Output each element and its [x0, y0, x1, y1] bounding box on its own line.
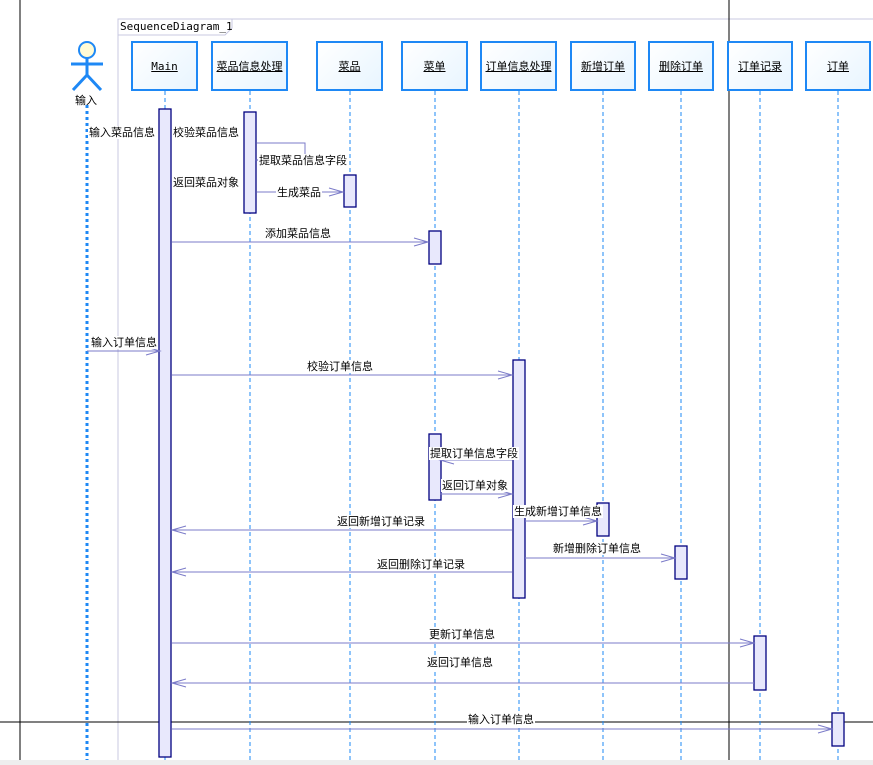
lifeline-box[interactable]: 菜品: [316, 41, 383, 91]
lifeline-box[interactable]: Main: [131, 41, 198, 91]
message-label: 返回订单信息: [426, 656, 494, 669]
lifeline-box[interactable]: 菜品信息处理: [211, 41, 288, 91]
arrowhead-icon: [660, 553, 677, 563]
frame-tab: [118, 19, 233, 36]
arrowhead-icon: [739, 638, 756, 648]
frame: [117, 18, 873, 765]
message-label: 生成菜品: [276, 186, 322, 199]
arrowhead-icon: [817, 724, 834, 734]
arrowhead-icon: [170, 678, 187, 688]
activation-bar: [343, 174, 357, 208]
message-label: 生成新增订单信息: [513, 505, 603, 518]
arrowhead-icon: [328, 187, 345, 197]
arrowhead-icon: [497, 370, 514, 380]
frame-title: SequenceDiagram_1: [120, 20, 233, 33]
lifeline-box[interactable]: 订单信息处理: [480, 41, 557, 91]
activation-bar: [158, 108, 172, 758]
message-label: 输入菜品信息: [88, 126, 156, 139]
lifeline-box[interactable]: 新增订单: [570, 41, 636, 91]
scroll-area: [0, 760, 873, 765]
message-label: 返回菜品对象: [172, 176, 240, 189]
message-label: 输入订单信息: [90, 336, 158, 349]
message-label: 新增删除订单信息: [552, 542, 642, 555]
actor-head-icon: [78, 41, 96, 59]
lifeline-box[interactable]: 订单记录: [727, 41, 793, 91]
arrowhead-icon: [170, 567, 187, 577]
arrowhead-icon: [413, 237, 430, 247]
actor-body-icon: [71, 58, 103, 92]
message-label: 返回新增订单记录: [336, 515, 426, 528]
message-label: 提取菜品信息字段: [258, 154, 348, 167]
activation-bar: [512, 359, 526, 599]
message-label: 返回订单对象: [441, 479, 509, 492]
actor-label: 输入: [75, 94, 97, 107]
lifeline-box[interactable]: 删除订单: [648, 41, 714, 91]
activation-bar: [428, 230, 442, 265]
message-label: 提取订单信息字段: [429, 447, 519, 460]
message-label: 更新订单信息: [428, 628, 496, 641]
activation-bar: [674, 545, 688, 580]
lifeline-box[interactable]: 订单: [805, 41, 871, 91]
arrowhead-icon: [582, 516, 599, 526]
message-label: 返回删除订单记录: [376, 558, 466, 571]
message-label: 校验菜品信息: [172, 126, 240, 139]
message-label: 输入订单信息: [467, 713, 535, 726]
message-label: 添加菜品信息: [264, 227, 332, 240]
activation-bar: [243, 111, 257, 214]
activation-bar: [428, 433, 442, 501]
activation-bar: [753, 635, 767, 691]
activation-bar: [831, 712, 845, 747]
message-label: 校验订单信息: [306, 360, 374, 373]
arrowhead-icon: [170, 525, 187, 535]
lifeline-box[interactable]: 菜单: [401, 41, 468, 91]
